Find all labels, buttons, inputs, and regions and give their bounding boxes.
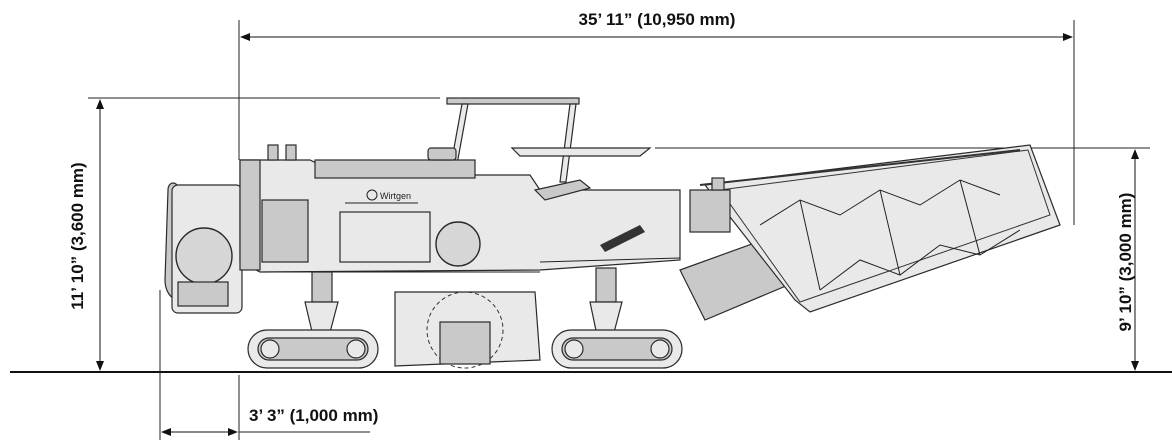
milling-drum-housing	[394, 291, 541, 369]
main-body	[239, 144, 681, 273]
side-light	[435, 221, 481, 267]
conveyor-height-dimension: 9’ 10” (3,000 mm)	[655, 147, 1150, 371]
wirtgen-logo-text: Wirtgen	[380, 191, 411, 201]
overall-height-dimension: 11’ 10” (3,600 mm)	[68, 97, 440, 371]
operator-canopy	[446, 97, 652, 183]
wirtgen-logo: Wirtgen	[345, 189, 418, 204]
front-track	[247, 329, 379, 369]
cold-milling-machine: Wirtgen	[164, 97, 1061, 369]
overall-length-label: 35’ 11” (10,950 mm)	[579, 10, 736, 29]
overall-length-dimension: 35’ 11” (10,950 mm)	[238, 10, 1075, 225]
front-headlight	[175, 227, 233, 285]
discharge-conveyor	[679, 144, 1061, 321]
front-overhang-dimension: 3’ 3” (1,000 mm)	[159, 290, 378, 440]
overall-height-label: 11’ 10” (3,600 mm)	[68, 162, 87, 309]
conveyor-height-label: 9’ 10” (3,000 mm)	[1116, 193, 1135, 332]
front-cab	[164, 182, 243, 314]
rear-track	[551, 329, 683, 369]
front-overhang-label: 3’ 3” (1,000 mm)	[249, 406, 378, 425]
rear-leg	[589, 267, 623, 341]
